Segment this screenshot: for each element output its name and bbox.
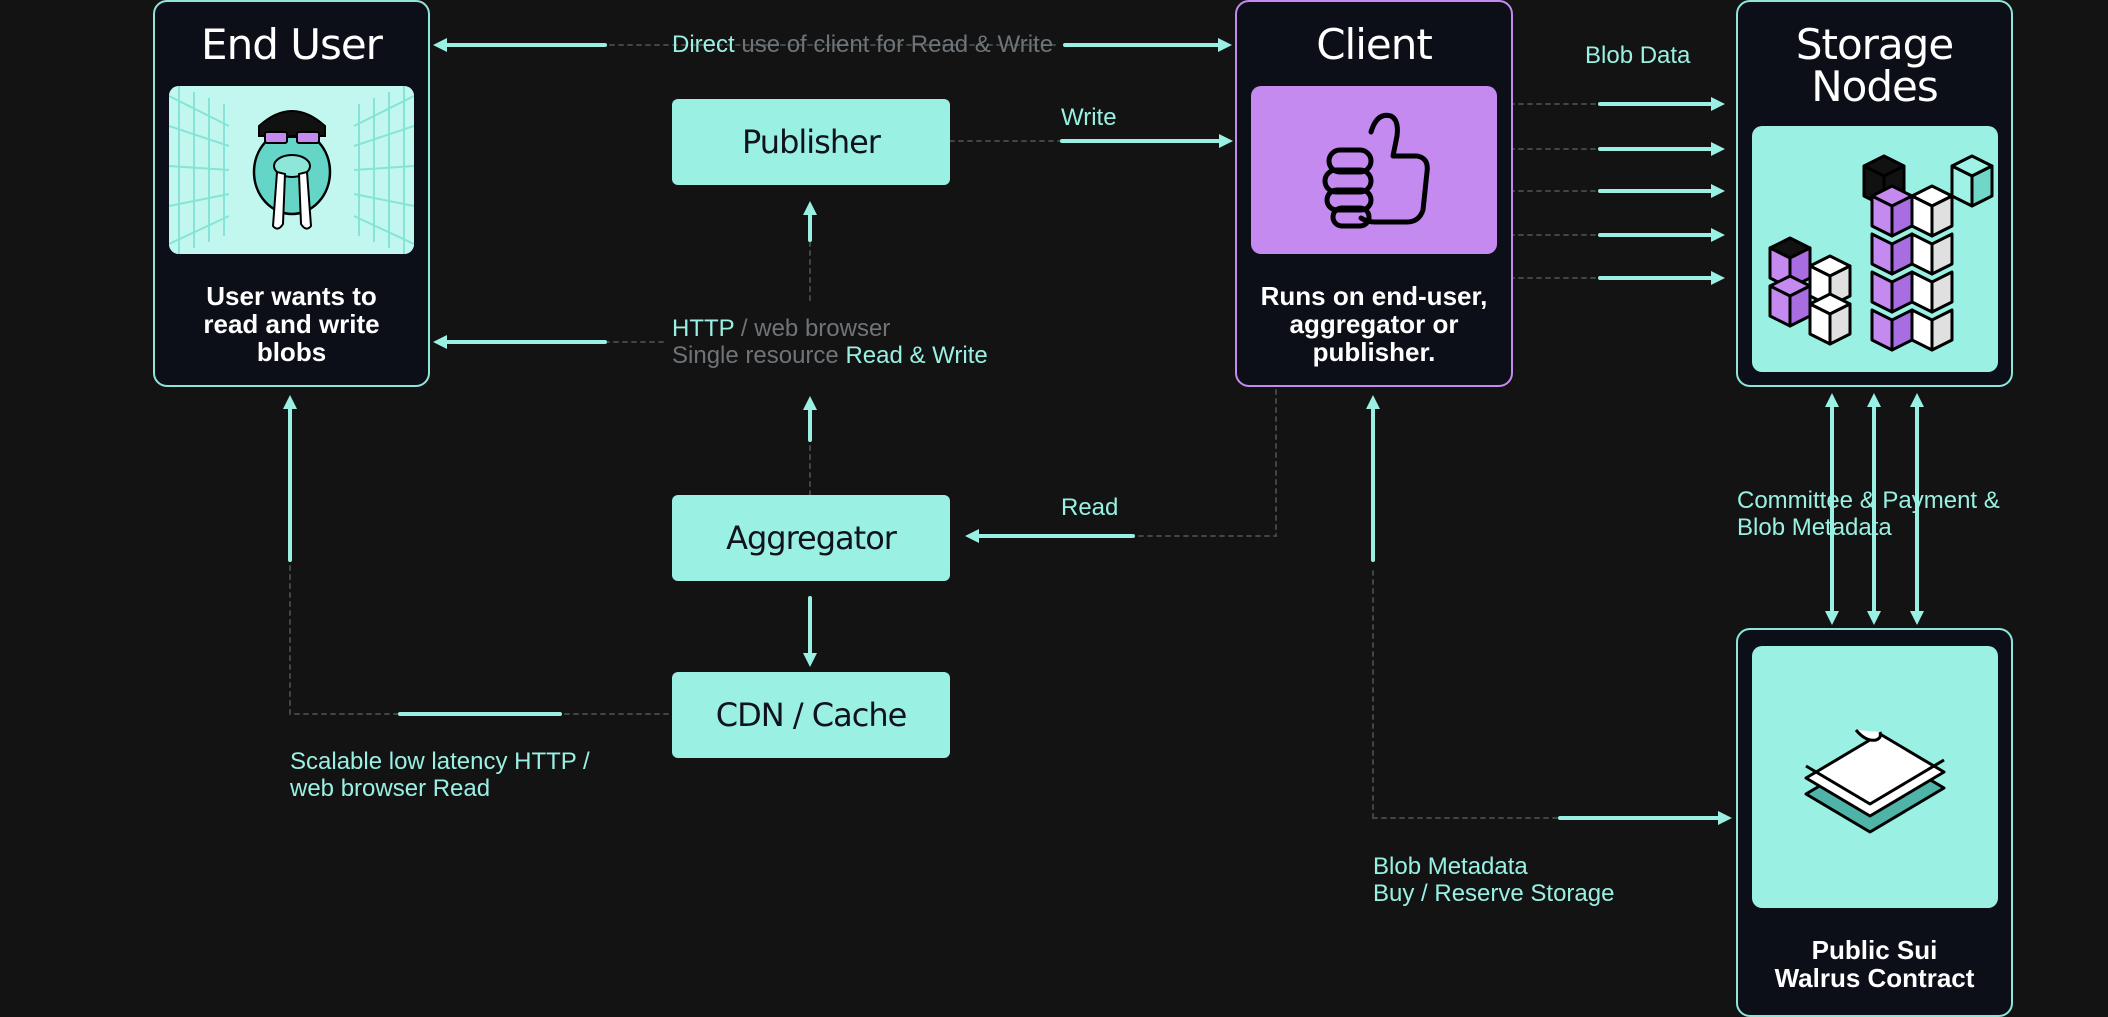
single-resource-text: Single resource xyxy=(672,342,839,369)
buy-reserve-label: Buy / Reserve Storage xyxy=(1373,880,1615,907)
storage-nodes-title: Storage Nodes xyxy=(1795,20,1954,111)
direct-rest: use of client for Read & Write xyxy=(741,31,1054,58)
contract-card: Public Sui Walrus Contract xyxy=(1736,628,2013,1017)
stacked-sheets-icon xyxy=(1752,646,1998,908)
direct-label: Direct use of client for Read & Write xyxy=(672,31,1053,59)
client-description: Runs on end-user, aggregator or publishe… xyxy=(1260,281,1488,367)
write-label: Write xyxy=(1061,104,1117,131)
publisher-box[interactable]: Publisher xyxy=(672,99,950,185)
walrus-mascot-icon xyxy=(169,86,414,254)
contract-description: Public Sui Walrus Contract xyxy=(1774,935,1975,993)
direct-prefix: Direct xyxy=(672,31,735,58)
blob-metadata-label: Blob Metadata xyxy=(1373,853,1528,880)
web-browser-text: / web browser xyxy=(740,315,891,342)
storage-nodes-card: Storage Nodes xyxy=(1736,0,2013,387)
scalable-label-2: web browser Read xyxy=(290,775,491,802)
client-title: Client xyxy=(1316,20,1433,69)
blob-data-label: Blob Data xyxy=(1585,42,1691,69)
http-text: HTTP xyxy=(672,315,735,342)
single-resource-label: Single resource Read & Write xyxy=(672,342,988,370)
client-card: Client Runs on end-user, aggregator or p… xyxy=(1235,0,1513,387)
aggregator-box[interactable]: Aggregator xyxy=(672,495,950,581)
committee-label-1: Committee & Payment & xyxy=(1737,487,2000,514)
committee-label-2: Blob Metadata xyxy=(1737,514,1892,541)
read-write-text: Read & Write xyxy=(845,342,988,369)
http-label: HTTP / web browser xyxy=(672,315,890,343)
end-user-description: User wants to read and write blobs xyxy=(203,281,380,367)
end-user-title: End User xyxy=(201,20,383,69)
read-label: Read xyxy=(1061,494,1119,521)
end-user-card: End User xyxy=(153,0,430,387)
cdn-cache-box[interactable]: CDN / Cache xyxy=(672,672,950,758)
thumbs-up-icon xyxy=(1251,86,1497,254)
scalable-label-1: Scalable low latency HTTP / xyxy=(290,748,590,775)
storage-cubes-icon xyxy=(1752,126,1998,372)
